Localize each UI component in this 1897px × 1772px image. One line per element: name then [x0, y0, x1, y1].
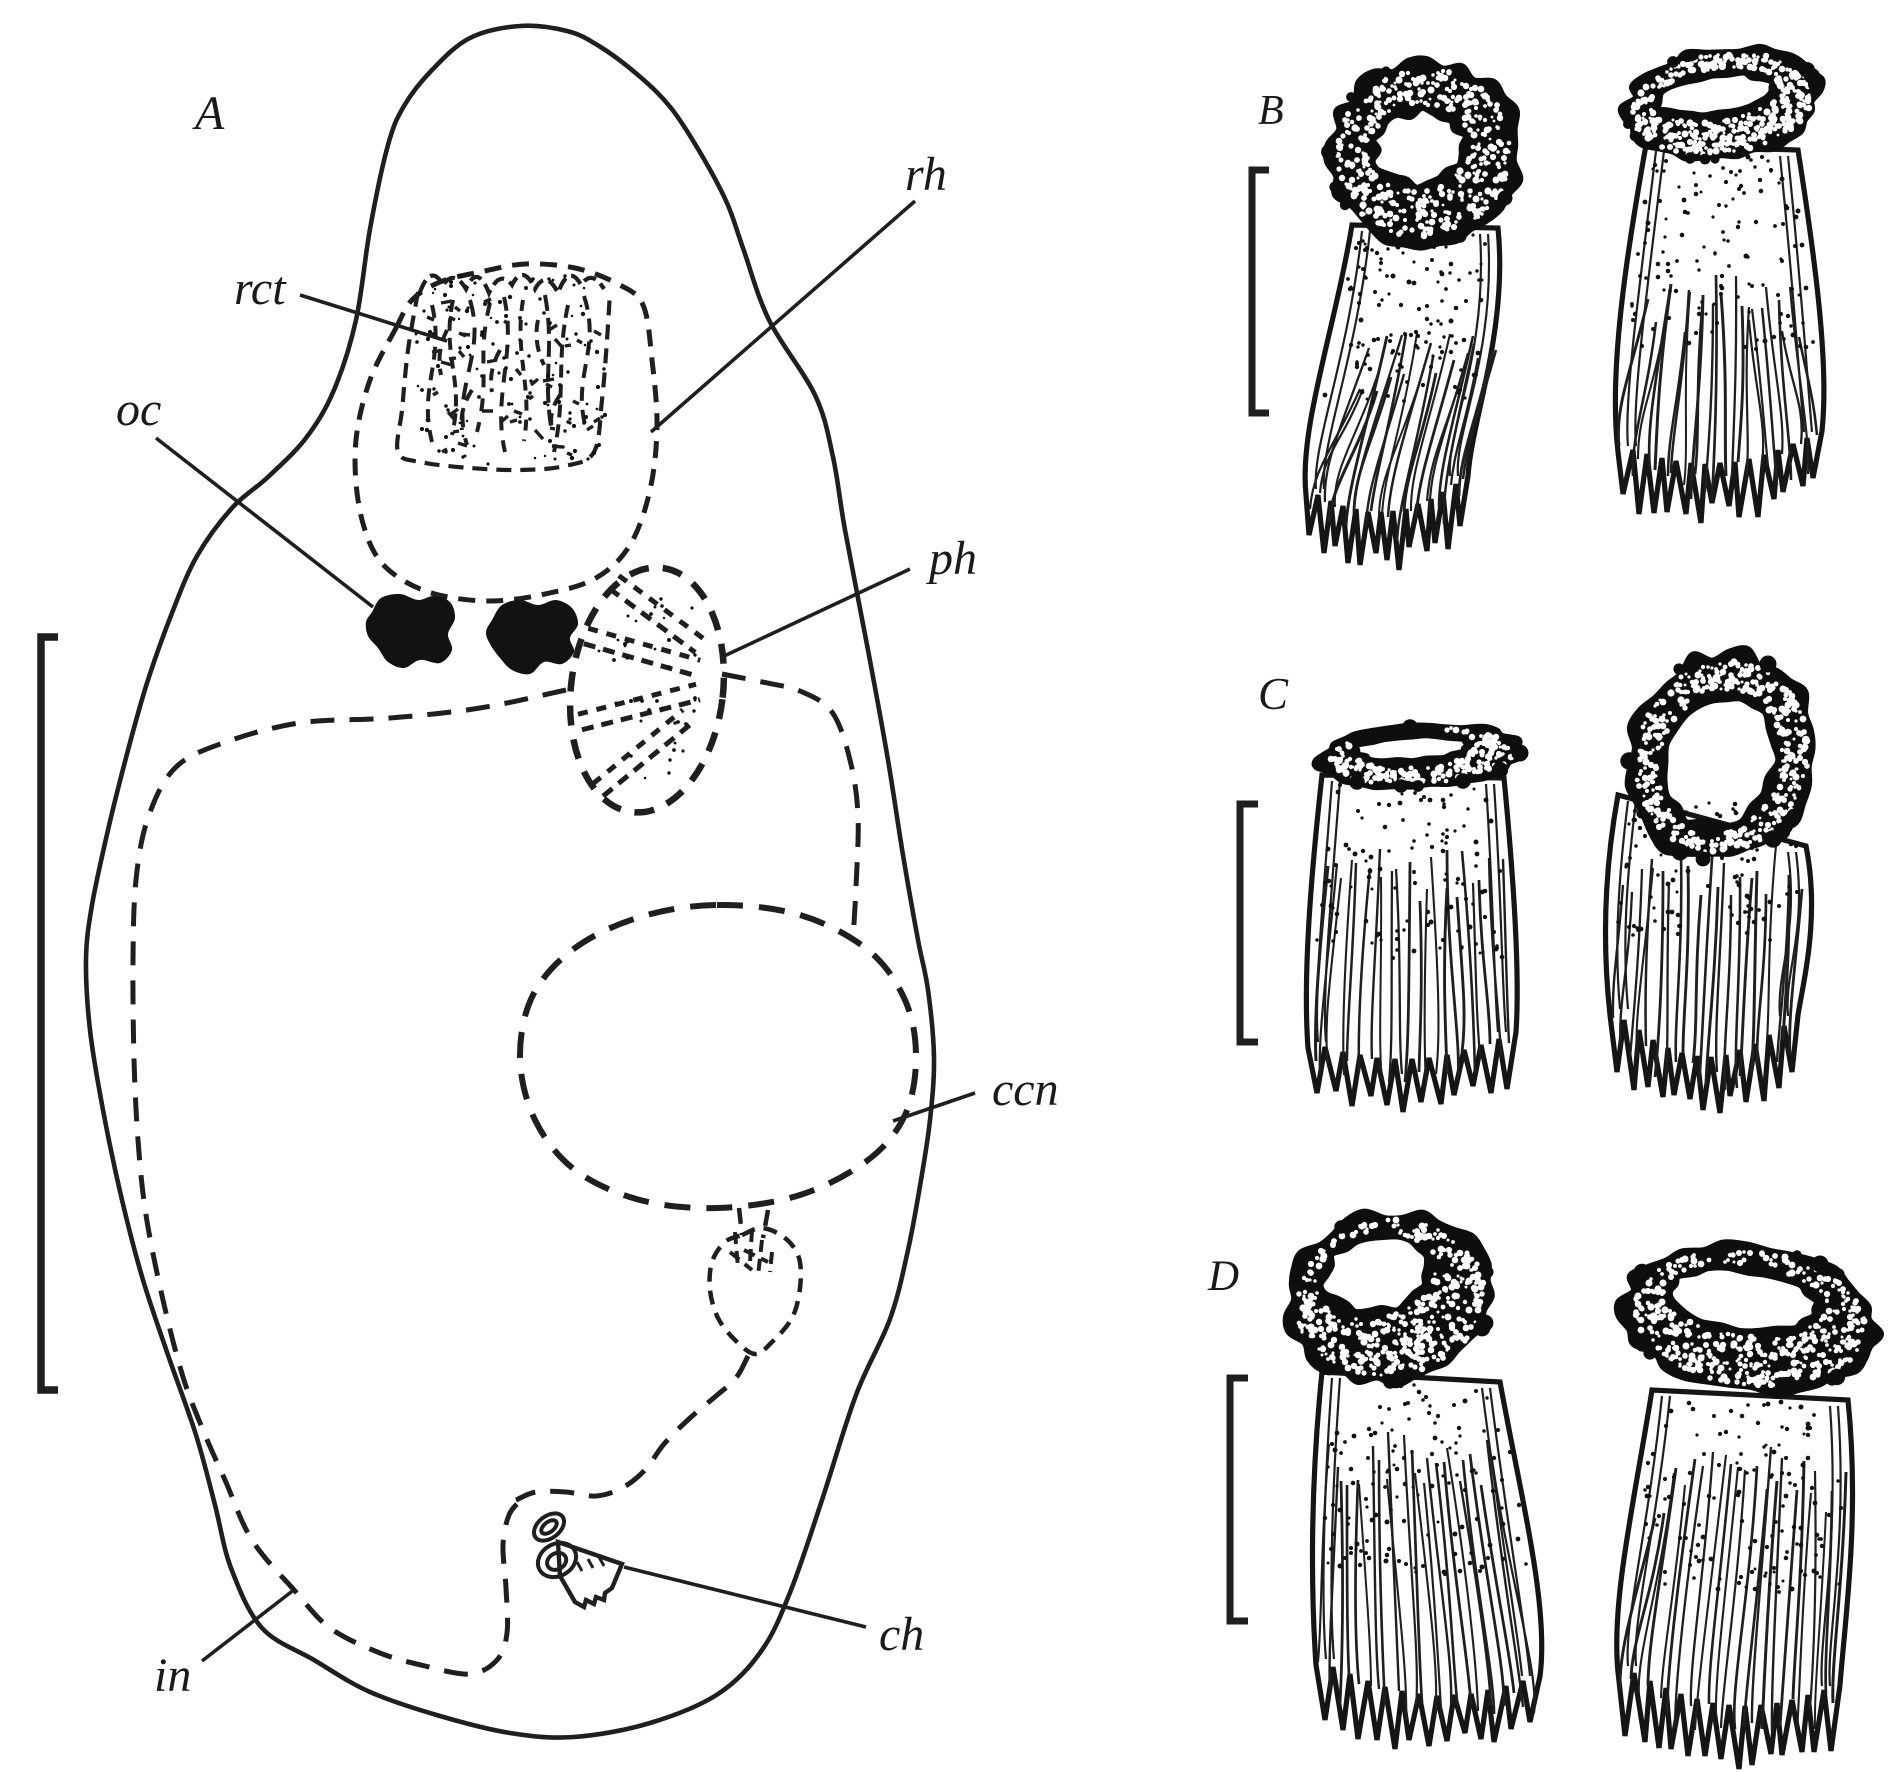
- svg-text:ch: ch: [879, 1608, 924, 1661]
- svg-text:ph: ph: [926, 532, 977, 585]
- svg-text:C: C: [1258, 669, 1289, 719]
- svg-text:ccn: ccn: [992, 1063, 1059, 1116]
- svg-text:B: B: [1258, 88, 1284, 134]
- svg-text:in: in: [154, 1649, 191, 1702]
- svg-text:A: A: [192, 87, 225, 140]
- svg-text:rh: rh: [905, 148, 947, 201]
- svg-text:oc: oc: [116, 383, 161, 436]
- svg-text:D: D: [1207, 1253, 1239, 1300]
- svg-text:rct: rct: [234, 262, 287, 315]
